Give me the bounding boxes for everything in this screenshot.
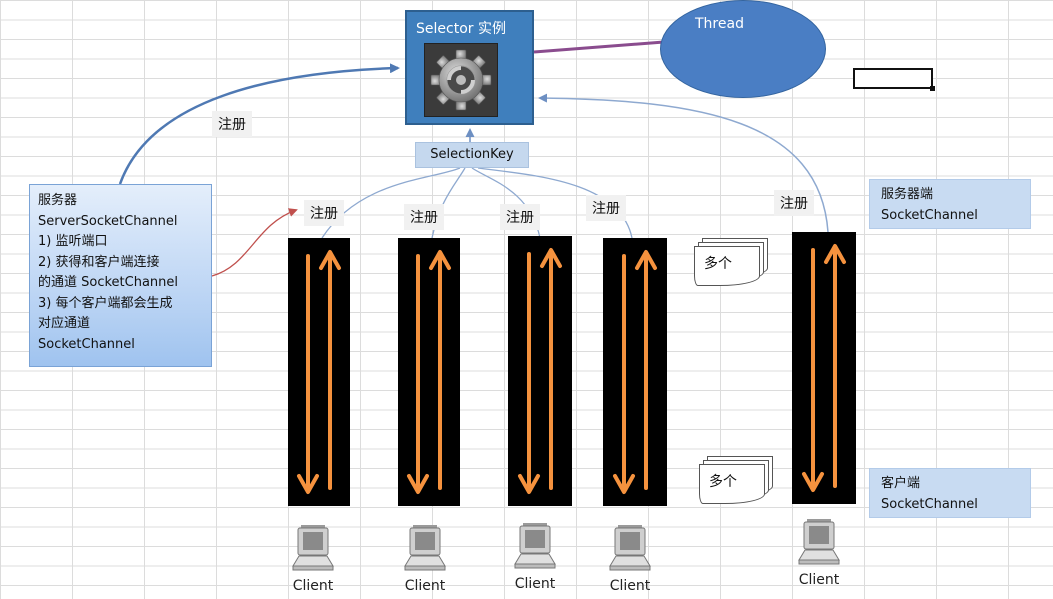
computer-icon <box>798 519 840 565</box>
computer-icon <box>514 523 556 569</box>
socket-channel-1 <box>288 238 350 506</box>
server-line-1: 服务器 <box>38 193 78 208</box>
server-side-line-1: 服务器端 <box>881 187 934 202</box>
socket-channel-5 <box>792 232 856 504</box>
multiple-docs-top: 多个 <box>694 238 770 290</box>
client-1: Client <box>283 522 343 598</box>
computer-icon <box>404 525 446 571</box>
thread-node: Thread <box>660 0 826 98</box>
server-side-line-2: SocketChannel <box>881 208 978 223</box>
computer-icon <box>609 525 651 571</box>
multiple-docs-bottom: 多个 <box>699 456 775 508</box>
register-arrow-right <box>538 93 829 233</box>
thread-label: Thread <box>695 16 744 32</box>
selector-title: Selector 实例 <box>416 21 506 37</box>
client-4: Client <box>600 522 660 598</box>
socket-channel-2 <box>398 238 460 506</box>
selector-thread-link <box>533 40 665 54</box>
selection-key: SelectionKey <box>415 142 529 168</box>
multiple-label-top: 多个 <box>704 256 732 272</box>
register-arrow-server <box>118 63 400 185</box>
server-line-3: 1) 监听端口 <box>38 234 108 249</box>
register-label-5: 注册 <box>774 190 814 216</box>
client-side-line-2: SocketChannel <box>881 497 978 512</box>
client-label-4: Client <box>609 578 651 594</box>
client-side-line-1: 客户端 <box>881 476 921 491</box>
bidirectional-arrows-icon <box>802 244 846 492</box>
socket-channel-4 <box>603 238 667 506</box>
server-side-socketchannel: 服务器端 SocketChannel <box>869 179 1031 229</box>
server-line-2: ServerSocketChannel <box>38 213 178 229</box>
client-side-socketchannel: 客户端 SocketChannel <box>869 468 1031 518</box>
register-label-2: 注册 <box>404 204 444 230</box>
client-label-1: Client <box>292 578 334 594</box>
bidirectional-arrows-icon <box>407 250 451 494</box>
selector-instance: Selector 实例 <box>405 10 534 125</box>
client-2: Client <box>395 522 455 598</box>
server-line-7: 对应通道 <box>38 316 91 331</box>
register-label-server: 注册 <box>212 111 252 137</box>
client-3: Client <box>505 520 565 596</box>
register-label-3: 注册 <box>500 204 540 230</box>
client-5: Client <box>789 516 849 592</box>
socket-channel-3 <box>508 236 572 506</box>
server-description-box: 服务器 ServerSocketChannel 1) 监听端口 2) 获得和客户… <box>29 184 212 367</box>
gear-icon <box>424 43 498 117</box>
client-label-3: Client <box>514 576 556 592</box>
selected-cell[interactable] <box>853 68 935 91</box>
register-label-1: 注册 <box>304 200 344 226</box>
server-line-8: SocketChannel <box>38 336 135 352</box>
client-label-2: Client <box>404 578 446 594</box>
server-register-link <box>211 208 298 277</box>
multiple-label-bottom: 多个 <box>709 474 737 490</box>
bidirectional-arrows-icon <box>613 250 657 494</box>
bidirectional-arrows-icon <box>518 248 562 494</box>
server-line-4: 2) 获得和客户端连接 <box>38 254 160 270</box>
server-line-6: 3) 每个客户端都会生成 <box>38 295 173 311</box>
bidirectional-arrows-icon <box>297 250 341 494</box>
register-label-4: 注册 <box>586 195 626 221</box>
computer-icon <box>292 525 334 571</box>
server-line-5: 的通道 SocketChannel <box>38 275 179 290</box>
client-label-5: Client <box>798 572 840 588</box>
